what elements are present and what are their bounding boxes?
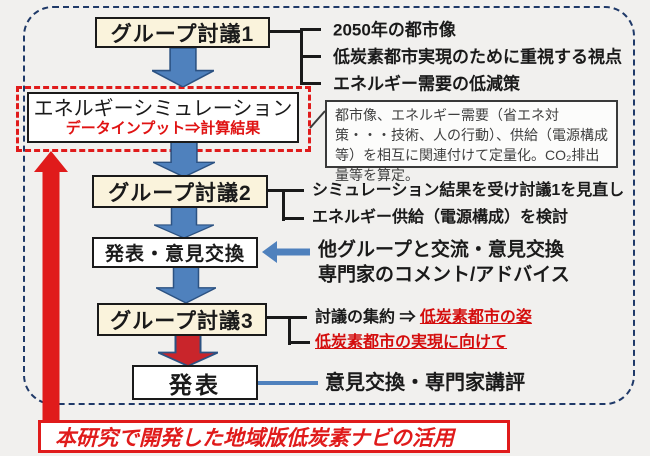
group2-bullet: エネルギー供給（電源構成）を検討 xyxy=(312,209,569,226)
exchange-note: 他グループと交流・意見交換 xyxy=(318,239,564,261)
group1-bullet: 2050年の都市像 xyxy=(333,20,456,40)
down-arrow-icon xyxy=(153,142,215,177)
bracket-line xyxy=(268,189,304,192)
down-arrow-red-icon xyxy=(158,334,218,366)
navi-usage-box: 本研究で開発した地域版低炭素ナビの活用 xyxy=(38,420,510,453)
bracket-line xyxy=(300,82,321,85)
simulation-title: エネルギーシミュレーション xyxy=(33,97,293,120)
outer-dashed-border xyxy=(23,6,635,405)
simulation-subtitle: データインプット⇒計算結果 xyxy=(65,119,261,137)
simulation-note-box: 都市像、エネルギー需要（省エネ対策・・・技術、人の行動）、供給（電源構成等）を相… xyxy=(325,100,618,183)
bracket-line xyxy=(267,316,307,319)
connector-line xyxy=(258,381,318,385)
final-presentation-box: 発表 xyxy=(132,365,258,400)
presentation-exchange-box: 発表・意見交換 xyxy=(92,237,258,268)
group2-bullet: シミュレーション結果を受け討議1を見直し xyxy=(312,182,625,199)
group3-bullet: 討議の集約 ⇒ 低炭素都市の姿 xyxy=(315,310,532,326)
simulation-dashed-frame xyxy=(16,86,311,152)
bracket-line xyxy=(282,189,285,221)
group-discussion-1-box: グループ討議1 xyxy=(95,17,270,48)
group3-bullet-prefix: 討議の集約 ⇒ xyxy=(315,309,420,326)
feedback-up-arrow-icon xyxy=(34,151,68,423)
energy-simulation-box: エネルギーシミュレーション データインプット⇒計算結果 xyxy=(27,92,299,143)
down-arrow-icon xyxy=(152,48,214,87)
group-discussion-3-box: グループ討議3 xyxy=(97,303,267,336)
group1-bullet: 低炭素都市実現のために重視する視点 xyxy=(333,47,622,67)
bracket-line xyxy=(288,316,291,345)
group-discussion-2-box: グループ討議2 xyxy=(92,175,268,208)
bracket-line xyxy=(300,55,321,58)
left-arrow-icon xyxy=(262,241,310,263)
down-arrow-icon xyxy=(156,267,216,303)
note-connector-line xyxy=(309,110,326,129)
group3-bullet: 低炭素都市の実現に向けて xyxy=(315,335,507,351)
group1-bullet: エネルギー需要の低減策 xyxy=(333,74,520,94)
down-arrow-icon xyxy=(154,207,214,238)
bracket-line xyxy=(282,217,304,220)
exchange-note: 専門家のコメント/アドバイス xyxy=(318,264,570,286)
presentation-note: 意見交換・専門家講評 xyxy=(325,372,525,394)
bracket-line xyxy=(270,30,303,33)
group3-bullet-highlight: 低炭素都市の姿 xyxy=(419,309,532,326)
bracket-line xyxy=(300,28,321,31)
bracket-line xyxy=(288,341,310,344)
group3-bullet-highlight: 低炭素都市の実現に向けて xyxy=(315,334,508,351)
